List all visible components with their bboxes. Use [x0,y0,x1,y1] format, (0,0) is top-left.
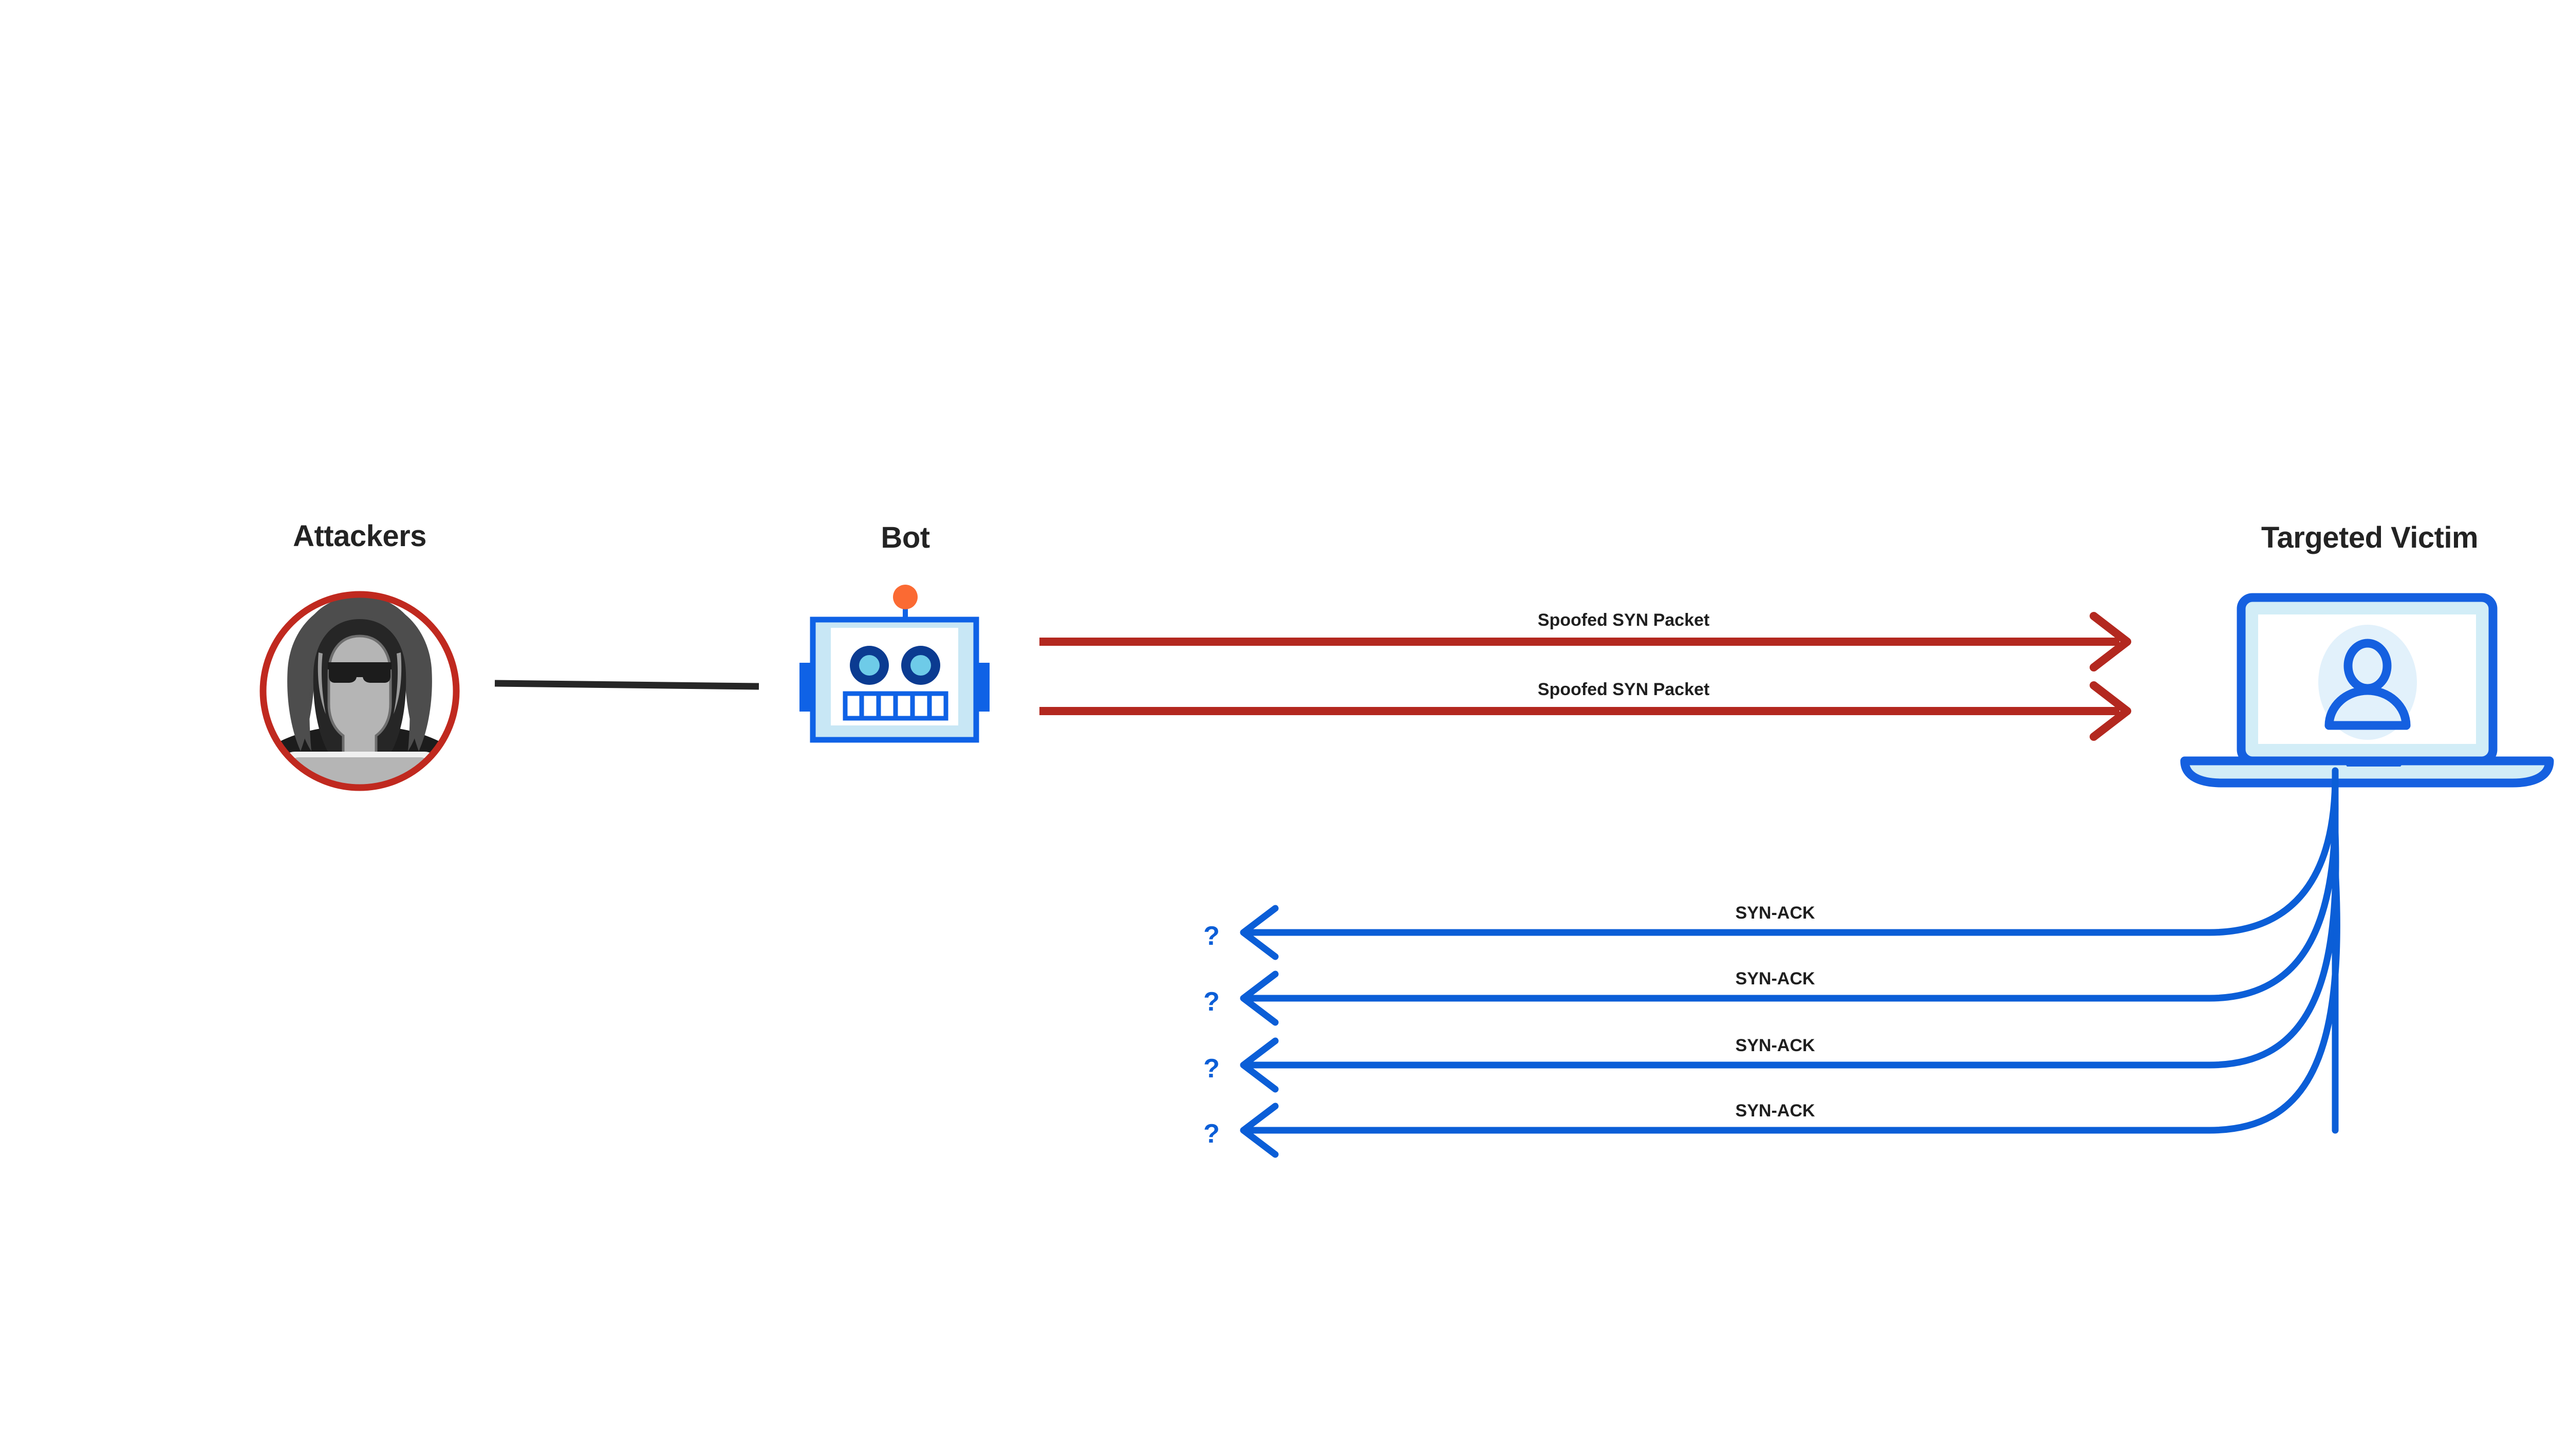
syn-ack-arrows [1240,767,2340,1158]
syn-ack-path-4 [1240,865,2340,1158]
flow-label-syn-ack-3: SYN-ACK [1735,1036,1815,1055]
spoofed-syn-arrow-2 [1039,681,2131,741]
node-label-targeted-victim: Targeted Victim [2261,521,2479,554]
syn-ack-path-1 [1240,772,2339,960]
flow-label-spoofed-syn-2: Spoofed SYN Packet [1537,680,1710,699]
laptop-user-icon [2180,593,2554,788]
flow-label-spoofed-syn-1: Spoofed SYN Packet [1537,610,1710,630]
question-mark-icon-4: ? [1203,1119,1220,1149]
question-mark-icon-3: ? [1203,1054,1220,1084]
attacker-bot-link [494,680,759,690]
hooded-attacker-icon [259,591,460,791]
spoofed-syn-arrows [1039,612,2131,741]
flow-label-syn-ack-1: SYN-ACK [1735,903,1815,923]
node-label-bot: Bot [881,521,930,554]
robot-icon [799,585,990,743]
spoofed-syn-arrow-1 [1039,612,2131,671]
flow-label-syn-ack-2: SYN-ACK [1735,969,1815,988]
question-mark-icon-2: ? [1203,987,1220,1017]
question-mark-icon-1: ? [1203,921,1220,951]
node-label-attackers: Attackers [293,519,426,553]
flow-label-syn-ack-4: SYN-ACK [1735,1101,1815,1121]
